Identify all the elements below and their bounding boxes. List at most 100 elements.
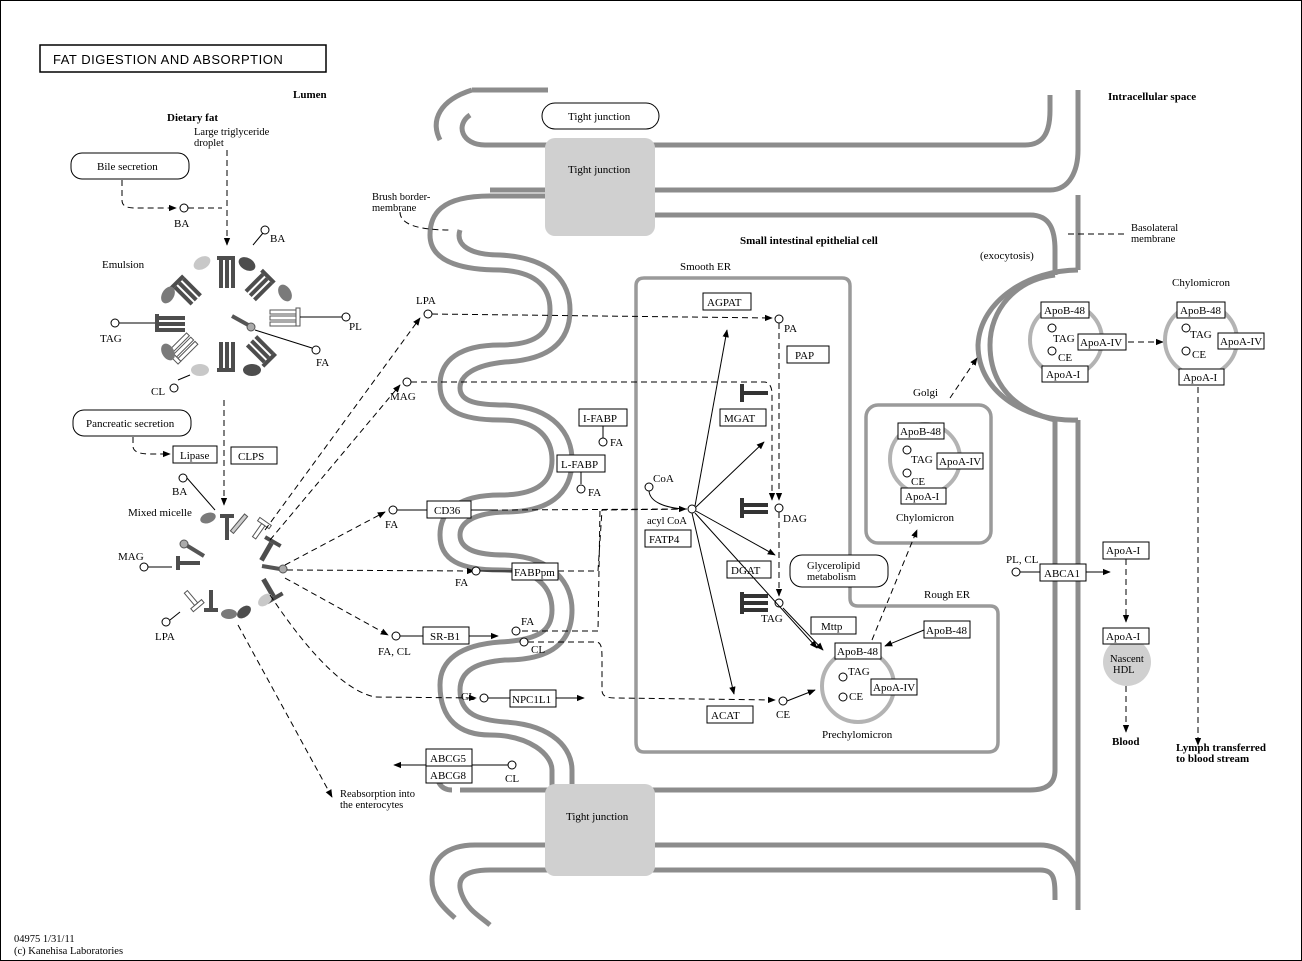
exo-apoa1: ApoA-I bbox=[1046, 369, 1081, 381]
compound-lpa-1[interactable] bbox=[161, 617, 171, 627]
exo-tag: TAG bbox=[1053, 333, 1075, 345]
tag-glyph bbox=[740, 592, 768, 614]
ce-label-1: CE bbox=[776, 709, 790, 721]
prechylo-apob48: ApoB-48 bbox=[837, 646, 878, 658]
lipase-label: Lipase bbox=[180, 450, 209, 462]
agpat-label: AGPAT bbox=[707, 297, 742, 309]
gene-acat[interactable]: ACAT bbox=[706, 705, 754, 724]
compound-mag-1[interactable] bbox=[139, 562, 149, 572]
mttp-label: Mttp bbox=[821, 621, 843, 633]
gene-dgat[interactable]: DGAT bbox=[726, 560, 772, 579]
gene-abca1[interactable]: ABCA1 bbox=[1039, 563, 1087, 582]
compound-cl-4[interactable] bbox=[507, 760, 517, 770]
gene-ifabp[interactable]: I-FABP bbox=[578, 408, 628, 427]
gene-apob48-free[interactable]: ApoB-48 bbox=[923, 620, 971, 639]
compound-cl-1[interactable] bbox=[169, 383, 179, 393]
apoa1-free-label: ApoA-I bbox=[1106, 545, 1141, 557]
mixed-micelle bbox=[176, 512, 288, 619]
lymph-label-2: to blood stream bbox=[1176, 753, 1249, 765]
gene-clps[interactable]: CLPS bbox=[230, 446, 278, 465]
reabsorption-label: Reabsorption into bbox=[340, 789, 415, 800]
pa-label: PA bbox=[784, 323, 797, 335]
compound-pl-cl[interactable] bbox=[1011, 567, 1021, 577]
fabppm-label: FABPpm bbox=[514, 567, 555, 579]
clps-label: CLPS bbox=[238, 451, 264, 463]
diagram-title: FAT DIGESTION AND ABSORPTION bbox=[53, 52, 283, 67]
gene-mgat[interactable]: MGAT bbox=[719, 408, 767, 427]
prechylomicron[interactable]: ApoB-48 TAG CE ApoA-IV bbox=[820, 642, 918, 724]
compound-ba-3[interactable] bbox=[178, 473, 188, 483]
compound-dag[interactable] bbox=[774, 503, 784, 513]
compound-cl-2[interactable] bbox=[519, 637, 529, 647]
nascent-hdl-label: Nascent bbox=[1110, 654, 1144, 665]
glycerolipid-label-2: metabolism bbox=[807, 572, 856, 583]
gene-fabppm[interactable]: FABPpm bbox=[511, 562, 559, 581]
basolateral-label: Basolateral bbox=[1131, 223, 1178, 234]
compound-pl-1[interactable] bbox=[341, 312, 351, 322]
inhibitor-mgat bbox=[740, 384, 768, 402]
map-pancreatic-secretion[interactable]: Pancreatic secretion bbox=[72, 409, 192, 437]
compound-fa-lfabp[interactable] bbox=[576, 484, 586, 494]
compound-mag-2[interactable] bbox=[402, 377, 412, 387]
gene-fatp4[interactable]: FATP4 bbox=[644, 529, 692, 548]
chylomicron-intracellular[interactable]: ApoB-48 TAG CE ApoA-IV ApoA-I bbox=[1163, 301, 1265, 386]
region-cell: Small intestinal epithelial cell bbox=[740, 235, 878, 247]
acat-label: ACAT bbox=[711, 710, 740, 722]
out-ce: CE bbox=[1192, 349, 1206, 361]
gene-npc1l1[interactable]: NPC1L1 bbox=[509, 689, 557, 708]
compound-ba-1[interactable] bbox=[179, 203, 189, 213]
compound-acyl-coa[interactable] bbox=[687, 504, 697, 514]
fa-label-1: FA bbox=[316, 357, 329, 369]
reabsorption-label-2: the enterocytes bbox=[340, 800, 403, 811]
compound-pa[interactable] bbox=[774, 314, 784, 324]
tight-junction-label-top: Tight junction bbox=[568, 111, 631, 123]
compound-ba-2[interactable] bbox=[260, 225, 270, 235]
gene-mttp[interactable]: Mttp bbox=[810, 616, 857, 635]
fa-label-6: FA bbox=[588, 487, 601, 499]
chylomicron-exocytosis[interactable]: ApoB-48 TAG CE ApoA-IV ApoA-I bbox=[1028, 301, 1127, 383]
gene-abcg5[interactable]: ABCG5 bbox=[425, 748, 473, 767]
compound-ce-1[interactable] bbox=[778, 696, 788, 706]
cd36-label: CD36 bbox=[434, 505, 461, 517]
gene-agpat[interactable]: AGPAT bbox=[702, 292, 752, 311]
exo-apob48: ApoB-48 bbox=[1044, 305, 1085, 317]
dgat-label: DGAT bbox=[731, 565, 761, 577]
gene-lfabp[interactable]: L-FABP bbox=[556, 454, 606, 473]
compound-tag-1[interactable] bbox=[110, 318, 120, 328]
nascent-hdl[interactable]: ApoA-I Nascent HDL bbox=[1102, 627, 1151, 686]
compound-fa-cl[interactable] bbox=[391, 631, 401, 641]
compound-lpa-2[interactable] bbox=[423, 309, 433, 319]
compound-fa-2[interactable] bbox=[388, 505, 398, 515]
compound-coa[interactable] bbox=[644, 482, 654, 492]
pl-cl-label: PL, CL bbox=[1006, 554, 1039, 566]
fa-label-5: FA bbox=[610, 437, 623, 449]
gene-lipase[interactable]: Lipase bbox=[172, 445, 218, 464]
pancreatic-secretion-label: Pancreatic secretion bbox=[86, 418, 175, 430]
gene-pap[interactable]: PAP bbox=[786, 345, 830, 364]
gene-apoa1-free[interactable]: ApoA-I bbox=[1102, 541, 1150, 560]
brush-border-label-2: membrane bbox=[372, 203, 417, 214]
compound-fa-ifabp[interactable] bbox=[598, 437, 608, 447]
gene-cd36[interactable]: CD36 bbox=[426, 500, 472, 519]
cl-label-1: CL bbox=[151, 386, 165, 398]
chylomicron-golgi[interactable]: ApoB-48 TAG CE ApoA-IV ApoA-I bbox=[888, 422, 984, 505]
map-bile-secretion[interactable]: Bile secretion bbox=[70, 152, 190, 180]
compound-cl-3[interactable] bbox=[479, 693, 489, 703]
golgi-apoa1: ApoA-I bbox=[905, 491, 940, 503]
gene-srb1[interactable]: SR-B1 bbox=[422, 626, 470, 645]
tight-junction-label-upper: Tight junction bbox=[568, 164, 631, 176]
fatp4-label: FATP4 bbox=[649, 534, 680, 546]
prechylomicron-label: Prechylomicron bbox=[822, 729, 893, 741]
pap-label: PAP bbox=[795, 350, 814, 362]
compound-fa-4[interactable] bbox=[511, 626, 521, 636]
basolateral-label-2: membrane bbox=[1131, 234, 1176, 245]
tight-junction-upper-block: Tight junction bbox=[545, 138, 655, 236]
gene-abcg8[interactable]: ABCG8 bbox=[425, 765, 473, 784]
compound-fa-1[interactable] bbox=[311, 345, 321, 355]
tight-junction-lower-block: Tight junction bbox=[545, 784, 655, 876]
compound-tag-2[interactable] bbox=[774, 598, 784, 608]
compound-fa-3[interactable] bbox=[471, 566, 481, 576]
cl-label-3: CL bbox=[461, 691, 475, 703]
title-box: FAT DIGESTION AND ABSORPTION bbox=[39, 44, 327, 73]
map-glycerolipid[interactable]: Glycerolipid metabolism bbox=[789, 554, 889, 588]
